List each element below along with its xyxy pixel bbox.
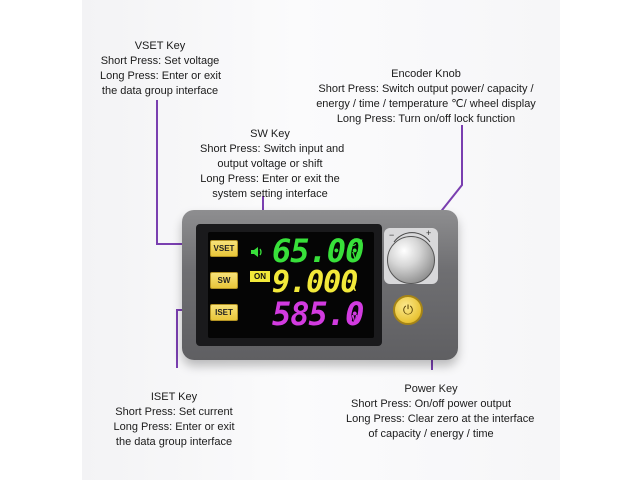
power-long-2: of capacity / energy / time (368, 428, 494, 440)
vset-title: VSET Key (134, 40, 186, 52)
vset-long-2: the data group interface (101, 85, 219, 97)
current-unit: A (349, 283, 357, 294)
iset-short: Short Press: Set current (115, 406, 233, 418)
sw-title: SW Key (250, 128, 290, 140)
encoder-caption: Encoder Knob Short Press: Switch output … (310, 67, 542, 127)
on-badge: ON (250, 271, 270, 282)
iset-long-1: Long Press: Enter or exit (113, 421, 235, 433)
speaker-icon (251, 247, 262, 257)
iset-title: ISET Key (150, 391, 198, 403)
power-short: Short Press: On/off power output (351, 398, 511, 410)
power-icon: ⏻ (402, 302, 414, 317)
vset-caption: VSET Key Short Press: Set voltage Long P… (100, 39, 222, 99)
encoder-long: Long Press: Turn on/off lock function (336, 113, 516, 125)
power-caption: Power Key Short Press: On/off power outp… (346, 382, 535, 442)
sw-long-2: system setting interface (212, 188, 328, 200)
vset-key[interactable]: VSET (210, 240, 238, 257)
iset-caption: ISET Key Short Press: Set current Long P… (112, 390, 236, 450)
knob-scale (393, 232, 431, 243)
vset-short: Short Press: Set voltage (100, 55, 220, 67)
power-unit: W (348, 314, 358, 325)
encoder-short-2: energy / time / temperature ℃/ wheel dis… (316, 98, 536, 110)
encoder-knob[interactable] (387, 236, 435, 284)
sw-key[interactable]: SW (210, 272, 238, 289)
encoder-short-1: Short Press: Switch output power/ capaci… (318, 83, 534, 95)
vset-long-1: Long Press: Enter or exit (100, 70, 222, 82)
sw-long-1: Long Press: Enter or exit the (200, 173, 340, 185)
cv-indicator: CV (350, 238, 363, 248)
iset-key[interactable]: ISET (210, 304, 238, 321)
sw-caption: SW Key Short Press: Switch input and out… (200, 127, 345, 202)
knob-plus-mark: + (426, 228, 432, 238)
power-long-1: Long Press: Clear zero at the interface (346, 413, 535, 425)
iset-long-2: the data group interface (115, 436, 233, 448)
sw-short-1: Short Press: Switch input and (200, 143, 345, 155)
power-button[interactable]: ⏻ (393, 295, 423, 325)
knob-minus-mark: − (389, 230, 395, 240)
current-readout: 9.000 (272, 265, 358, 300)
power-readout: 585.0 (272, 295, 364, 333)
encoder-title: Encoder Knob (391, 68, 461, 80)
voltage-readout: 65.00 (272, 232, 364, 270)
power-title: Power Key (404, 383, 458, 395)
voltage-unit: V (352, 251, 359, 262)
sw-short-2: output voltage or shift (217, 158, 323, 170)
